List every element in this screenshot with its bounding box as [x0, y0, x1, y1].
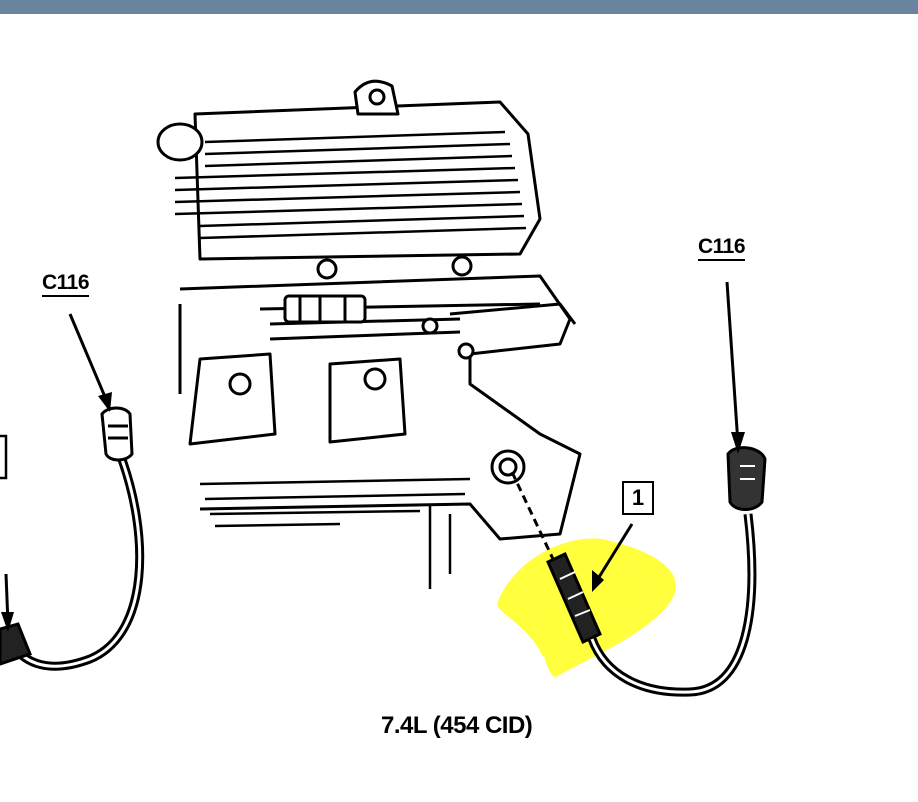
engine-block-lines	[199, 477, 471, 589]
valve-cover-fins	[174, 130, 527, 240]
window-title-bar	[0, 0, 918, 14]
valve-cover	[156, 79, 542, 261]
insertion-guide	[510, 471, 555, 560]
connector-label-left: C116	[42, 272, 90, 297]
oxygen-sensor	[546, 551, 602, 645]
spark-plug-fitting	[283, 294, 367, 324]
callout-box-left-partial	[0, 434, 8, 480]
connector-c116-left	[100, 406, 134, 462]
leader-left	[68, 313, 110, 405]
sensor-left-partial	[0, 622, 32, 666]
connector-c116-right	[726, 446, 767, 511]
exhaust-manifold	[178, 274, 582, 541]
leader-right	[725, 281, 740, 445]
diagram-caption: 7.4L (454 CID)	[381, 712, 533, 739]
connector-label-right: C116	[698, 236, 746, 261]
diagram-canvas: C116 C116 1 7.4L (454 CID)	[0, 14, 918, 802]
sensor-port	[490, 449, 526, 485]
engine-diagram	[0, 79, 767, 697]
callout-leader	[594, 523, 634, 583]
callout-number: 1	[622, 481, 654, 515]
manifold-bolts	[228, 255, 475, 396]
